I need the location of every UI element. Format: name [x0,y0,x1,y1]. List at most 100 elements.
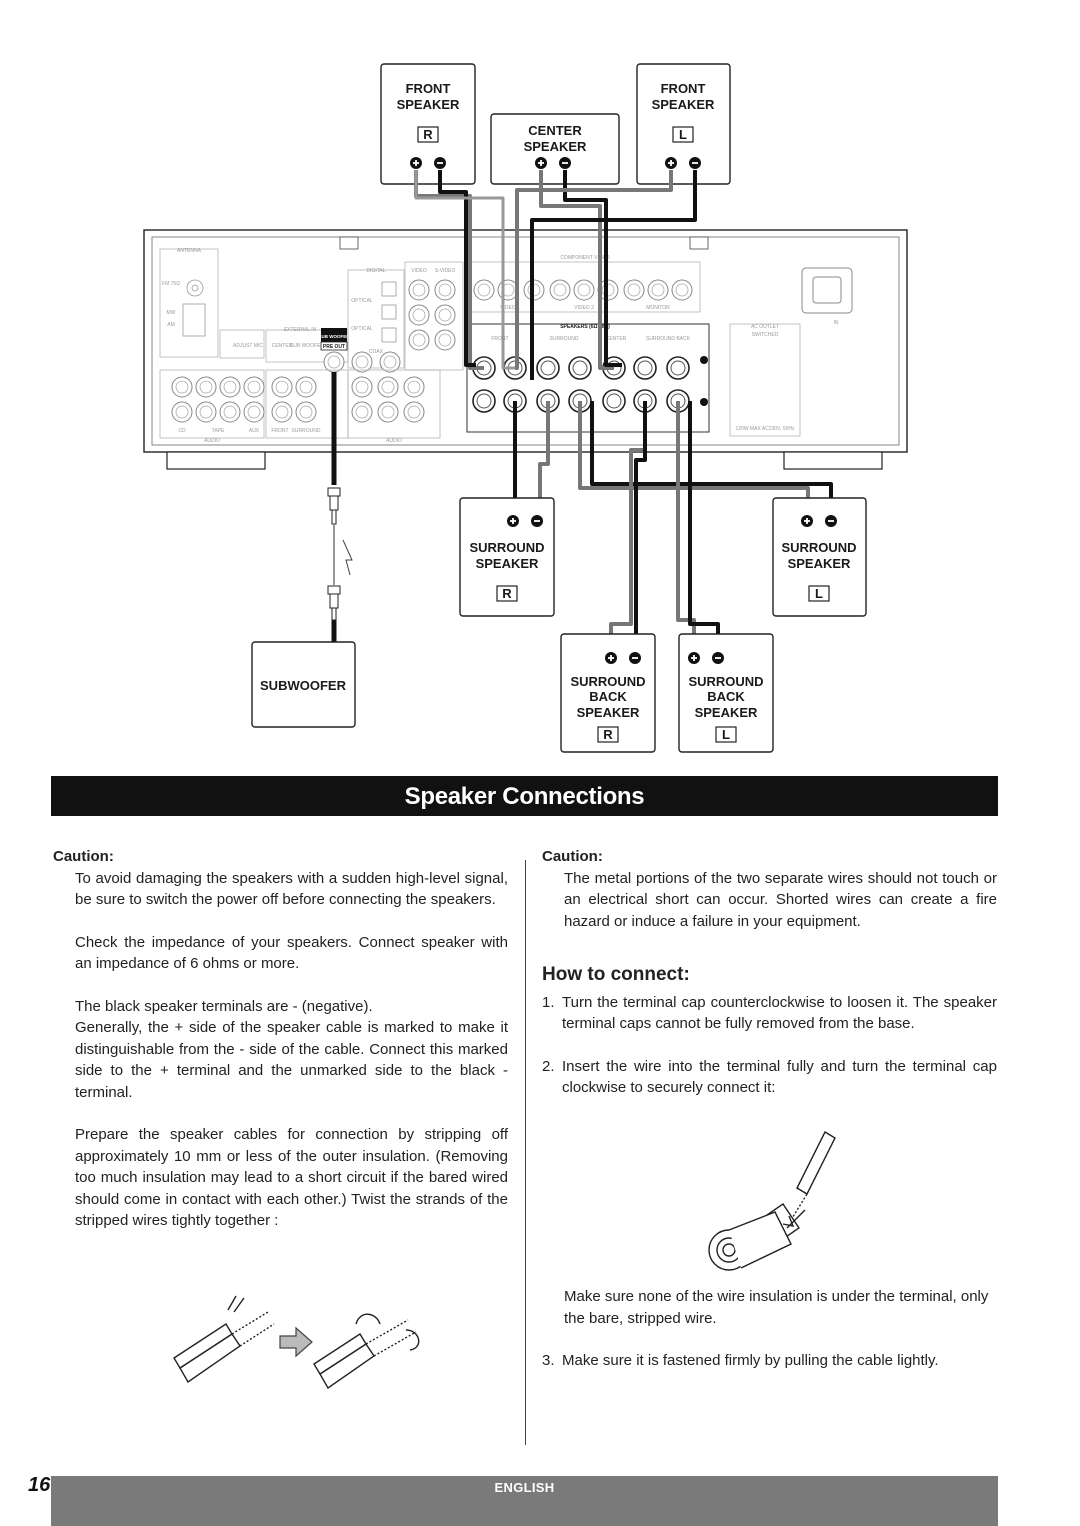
black-terminals-text: The black speaker terminals are - (negat… [75,997,373,1015]
prepare-text: Prepare the speaker cables for connectio… [75,1126,508,1229]
front-speaker-r-box: FRONT SPEAKER R [380,63,476,185]
step-2-number: 2. [542,1057,555,1075]
panel-sub-woofer-tag: SUB WOOFER [319,334,351,339]
panel-speakers-label: SPEAKERS (6Ω MIN) [560,324,610,330]
right-caution-text: The metal portions of the two separate w… [564,869,997,930]
panel-antenna-label: ANTENNA [177,248,202,254]
terminal-illustration [708,1131,836,1271]
panel-am-label: AM [167,322,175,328]
panel-center-terminal-label: CENTER [606,336,627,342]
center-speaker-label-2: SPEAKER [524,139,587,154]
right-column: Caution: The metal portions of the two s… [542,846,997,1099]
surround-speaker-r-label-2: SPEAKER [476,556,539,571]
panel-digital-label: DIGITAL [366,268,385,274]
panel-center-label: CENTER [272,343,293,349]
insulation-note: Make sure none of the wire insulation is… [564,1288,989,1327]
panel-sub-woofer-label: SUB WOOFER [290,343,325,349]
front-speaker-r-label-1: FRONT [406,81,451,96]
how-to-connect-heading: How to connect: [542,964,690,985]
panel-component-video-label: COMPONENT VIDEO [560,255,609,261]
panel-adjust-mic-label: ADJUST MIC [233,343,263,349]
surround-back-l-label-3: SPEAKER [695,705,758,720]
surround-speaker-r-box: SURROUND SPEAKER R [459,497,555,617]
panel-optical-label-2: OPTICAL [351,326,373,332]
subwoofer-box: SUBWOOFER [251,641,356,728]
panel-front-b-label: FRONT [271,428,288,434]
panel-surround-terminal-label: SURROUND [550,336,579,342]
footer-bar [51,1476,998,1526]
surround-speaker-l-box: SURROUND SPEAKER L [772,497,867,617]
panel-power-label: 120W MAX AC230V, 50Hz [735,426,795,432]
step-3-number: 3. [542,1352,555,1369]
panel-in-label: IN [834,320,839,326]
front-speaker-l-label-1: FRONT [661,81,706,96]
subwoofer-label: SUBWOOFER [260,678,347,693]
surround-back-r-label-1: SURROUND [570,674,645,689]
surround-speaker-l-label-1: SURROUND [781,540,856,555]
surround-speaker-r-channel: R [502,586,512,601]
panel-pre-out-label: PRE OUT [323,344,345,350]
surround-back-r-box: SURROUND BACK SPEAKER R [560,633,656,753]
right-caution-heading: Caution: [542,848,603,865]
panel-coax-label: COAX [369,349,384,355]
step-2-text: Insert the wire into the terminal fully … [562,1057,997,1097]
step-1-number: 1. [542,993,555,1011]
panel-video-label: VIDEO [411,268,427,274]
right-column-lower: Make sure none of the wire insulation is… [542,1286,997,1372]
panel-audio-label-2: AUDIO [386,438,402,444]
panel-surround-b-label: SURROUND [292,428,321,434]
panel-surround-back-terminal-label: SURROUND BACK [646,336,691,342]
section-title: Speaker Connections [51,776,998,816]
panel-mw-label: MW [167,310,176,316]
generally-text: Generally, the + side of the speaker cab… [75,1019,508,1101]
impedance-text: Check the impedance of your speakers. Co… [75,933,508,973]
step-3-text: Make sure it is fastened firmly by pulli… [562,1352,939,1369]
panel-cd-label: CD [178,428,186,434]
column-divider [525,860,526,1445]
panel-audio-label-1: AUDIO [204,438,220,444]
panel-s-video-label: S-VIDEO [435,268,456,274]
speaker-connection-diagram: FRONT SPEAKER R CENTER SPEAKER FRONT SPE… [143,63,908,753]
panel-ac-outlet-label: AC OUTLET [751,324,779,330]
connect-step-3: 3. Make sure it is fastened firmly by pul… [542,1350,997,1372]
panel-front-terminal-label: FRONT [491,336,508,342]
page-number: 16 [28,1474,51,1496]
center-speaker-box: CENTER SPEAKER [490,113,620,185]
subwoofer-rca-plugs [327,487,353,621]
right-arrow-icon [279,1326,313,1358]
center-speaker-label-1: CENTER [528,123,582,138]
front-speaker-l-label-2: SPEAKER [652,97,715,112]
surround-back-r-label-2: BACK [589,689,627,704]
surround-speaker-r-label-1: SURROUND [469,540,544,555]
panel-fm-label: FM 75Ω [162,281,180,287]
surround-back-r-channel: R [603,727,613,742]
left-caution-heading: Caution: [53,848,114,865]
footer-language: ENGLISH [494,1480,555,1495]
wire-stripping-illustration [173,1295,420,1390]
surround-back-l-label-2: BACK [707,689,745,704]
surround-back-l-box: SURROUND BACK SPEAKER L [678,633,774,753]
panel-optical-label-1: OPTICAL [351,298,373,304]
surround-speaker-l-label-2: SPEAKER [788,556,851,571]
receiver-back-panel: ANTENNA FM 75Ω MW AM ADJUST MIC EXTERNAL… [143,229,908,470]
surround-back-r-label-3: SPEAKER [577,705,640,720]
front-speaker-l-channel: L [679,127,687,142]
step-1-text: Turn the terminal cap counterclockwise t… [562,993,997,1033]
left-caution-text: To avoid damaging the speakers with a su… [75,869,508,909]
front-speaker-l-box: FRONT SPEAKER L [636,63,731,185]
surround-speaker-l-channel: L [815,586,823,601]
panel-aux-label: AUX [249,428,260,434]
connect-step-1: 1. Turn the terminal cap counterclockwise… [542,992,997,1035]
surround-back-l-label-1: SURROUND [688,674,763,689]
panel-tape-label: TAPE [212,428,225,434]
panel-video1-label: VIDEO 1 [500,305,520,311]
panel-video2-label: VIDEO 2 [574,305,594,311]
connect-step-2: 2. Insert the wire into the terminal full… [542,1056,997,1099]
front-speaker-r-channel: R [423,127,433,142]
left-column: Caution: To avoid damaging the speakers … [53,846,508,1232]
panel-monitor-label: MONITOR [646,305,670,311]
panel-switched-label: SWITCHED [752,332,779,338]
panel-external-in-label: EXTERNAL IN [284,327,317,333]
surround-back-l-channel: L [722,727,730,742]
front-speaker-r-label-2: SPEAKER [397,97,460,112]
